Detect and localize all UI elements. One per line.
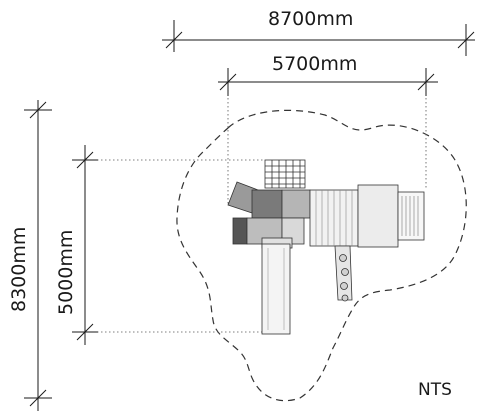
scale-note: NTS: [418, 380, 452, 400]
climbing-net: [264, 159, 306, 189]
right-platform: [357, 184, 399, 248]
safety-zone-outline: [176, 109, 467, 402]
chain-ladder: [334, 245, 353, 302]
overall-length-label: 8300mm: [8, 227, 30, 312]
extension-lines: [85, 82, 427, 333]
equipment-length-label: 5000mm: [55, 230, 77, 315]
dimension-lines: [24, 20, 475, 411]
straight-slide: [261, 243, 291, 335]
right-slide-end: [397, 191, 425, 241]
playground-equipment: [227, 159, 425, 335]
equipment-width-label: 5700mm: [272, 53, 357, 75]
overall-width-label: 8700mm: [268, 8, 353, 30]
bridge-walkway: [309, 189, 359, 247]
tower-deck-right: [281, 217, 305, 245]
tower-dark-block: [232, 217, 248, 245]
tower-block-right: [281, 189, 311, 219]
tower-block-left: [251, 189, 283, 219]
